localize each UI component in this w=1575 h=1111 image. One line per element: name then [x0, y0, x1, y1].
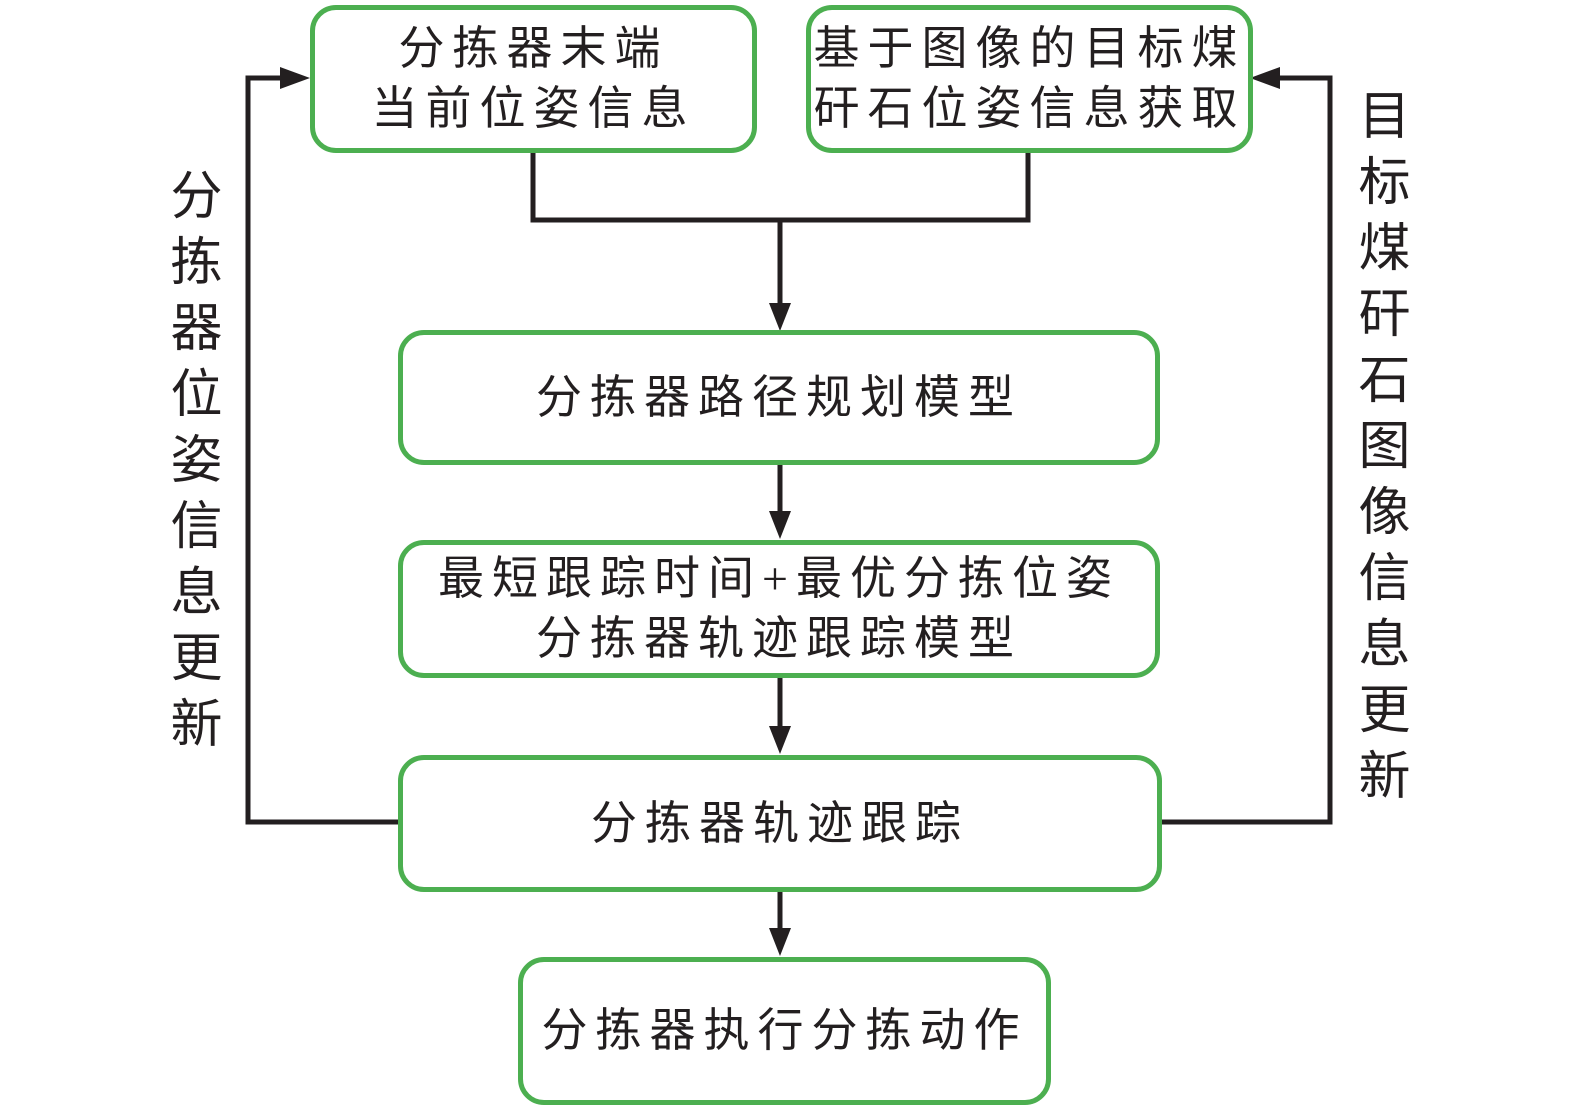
label-right-feedback: 目标煤矸石图像信息更新 — [1350, 88, 1407, 814]
label-left-feedback: 分拣器位姿信息更新 — [162, 168, 219, 762]
node-sorter-end-pose-line1: 分拣器末端 — [398, 23, 669, 75]
node-trajectory-model-line2: 分拣器轨迹跟踪模型 — [536, 613, 1022, 664]
node-sorter-end-pose-line2: 当前位姿信息 — [371, 83, 696, 134]
node-image-target-acquisition-line2: 矸石位姿信息获取 — [813, 83, 1246, 134]
arrowhead-down-4 — [769, 928, 791, 956]
arrowhead-down-2 — [769, 511, 791, 539]
node-path-planning: 分拣器路径规划模型 — [398, 330, 1160, 465]
node-trajectory-model-line1: 最短跟踪时间+最优分拣位姿 — [438, 553, 1120, 605]
arrowhead-left-right-feedback — [1250, 67, 1280, 89]
arrowhead-right-left-feedback — [280, 67, 310, 89]
connector-left-feedback-loop — [245, 75, 398, 825]
arrowhead-down-3 — [769, 726, 791, 754]
arrowhead-down-1 — [769, 303, 791, 331]
node-image-target-acquisition-line1: 基于图像的目标煤 — [813, 23, 1246, 75]
connector-merge-bar — [530, 152, 1031, 223]
connector-right-feedback-loop — [1162, 75, 1333, 825]
node-image-target-acquisition: 基于图像的目标煤 矸石位姿信息获取 — [806, 5, 1253, 153]
node-execute-action-label: 分拣器执行分拣动作 — [541, 1005, 1028, 1057]
node-execute-action: 分拣器执行分拣动作 — [518, 957, 1051, 1105]
node-sorter-end-pose: 分拣器末端 当前位姿信息 — [310, 5, 757, 153]
node-path-planning-label: 分拣器路径规划模型 — [536, 371, 1022, 423]
node-trajectory-tracking: 分拣器轨迹跟踪 — [398, 755, 1162, 892]
node-trajectory-model: 最短跟踪时间+最优分拣位姿 分拣器轨迹跟踪模型 — [398, 540, 1160, 678]
node-trajectory-tracking-label: 分拣器轨迹跟踪 — [591, 797, 969, 849]
